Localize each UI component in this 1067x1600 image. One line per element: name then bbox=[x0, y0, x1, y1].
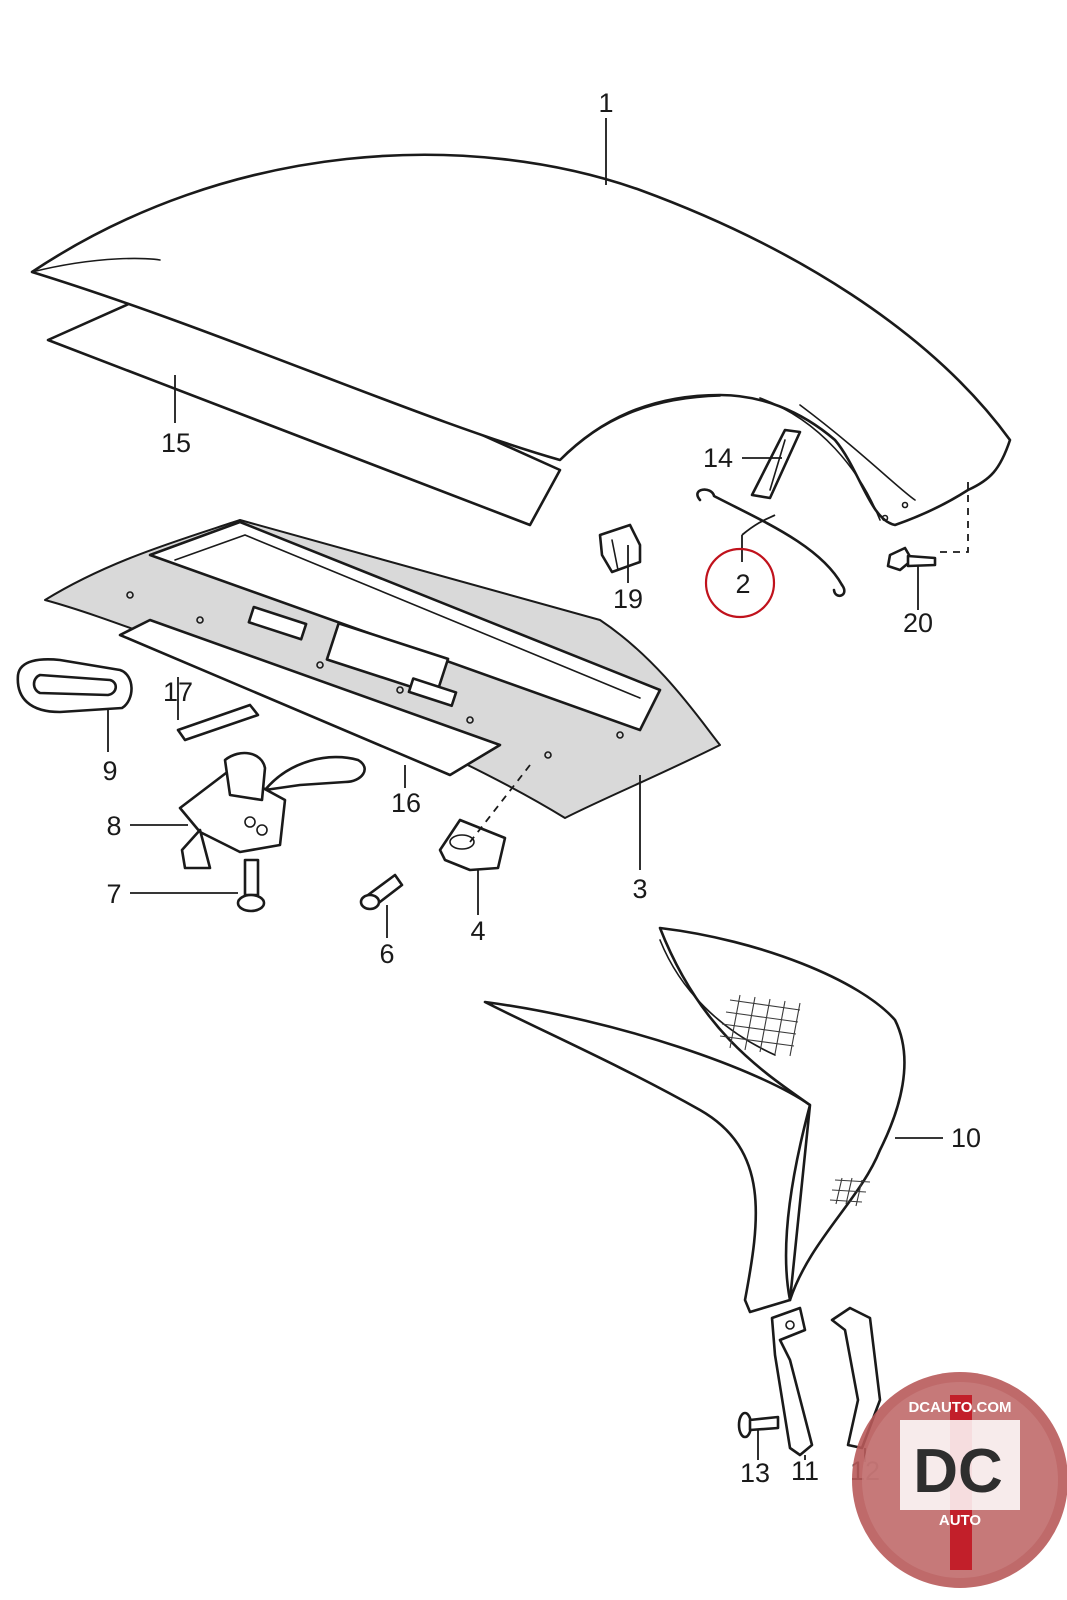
part-7-screw bbox=[236, 858, 266, 913]
callout-1: 1 bbox=[598, 88, 613, 118]
callout-11: 11 bbox=[791, 1456, 819, 1486]
part-15-headliner bbox=[46, 288, 562, 527]
callout-9: 9 bbox=[102, 756, 117, 786]
callout-3: 3 bbox=[632, 874, 647, 904]
callout-8: 8 bbox=[106, 811, 121, 841]
part-4-bracket bbox=[438, 818, 507, 872]
logo-main-text: DC bbox=[913, 1437, 1003, 1506]
part-1-hardtop-shell bbox=[30, 153, 1012, 527]
part-2-cable bbox=[696, 488, 846, 597]
callout-15: 15 bbox=[161, 428, 191, 458]
callout-2: 2 bbox=[735, 569, 750, 599]
callout-labels: 1 2 3 4 6 7 8 9 10 11 12 13 14 15 16 17 … bbox=[102, 88, 981, 1488]
callout-4: 4 bbox=[470, 916, 485, 946]
part-17-strip bbox=[176, 703, 260, 742]
part-11-bracket bbox=[770, 1306, 814, 1457]
logo-top-text: DCAUTO.COM bbox=[908, 1399, 1011, 1416]
part-19-clip bbox=[598, 523, 642, 574]
part-8-latch bbox=[178, 751, 366, 870]
callout-17: 17 bbox=[163, 677, 193, 707]
part-14-strip bbox=[750, 428, 802, 500]
leader-lines bbox=[107, 118, 969, 1462]
highlight-circle-part-2 bbox=[704, 547, 776, 619]
callout-19: 19 bbox=[613, 584, 643, 614]
dcauto-logo: DCAUTO.COM DC AUTO bbox=[852, 1372, 1067, 1588]
part-20-bolt bbox=[886, 546, 937, 572]
callout-16: 16 bbox=[391, 788, 421, 818]
part-9-grip bbox=[16, 658, 133, 714]
callout-6: 6 bbox=[379, 939, 394, 969]
part-10-side-trim bbox=[483, 926, 906, 1314]
callout-7: 7 bbox=[106, 879, 121, 909]
part-13-pin bbox=[737, 1411, 780, 1439]
callout-13: 13 bbox=[740, 1458, 770, 1488]
part-10-mesh bbox=[719, 994, 871, 1207]
callout-10: 10 bbox=[951, 1123, 981, 1153]
part-6-bolt bbox=[359, 873, 404, 911]
callout-14: 14 bbox=[703, 443, 733, 473]
part-16-trim-panel bbox=[118, 618, 502, 777]
logo-sub-text: AUTO bbox=[939, 1512, 982, 1529]
callout-20: 20 bbox=[903, 608, 933, 638]
